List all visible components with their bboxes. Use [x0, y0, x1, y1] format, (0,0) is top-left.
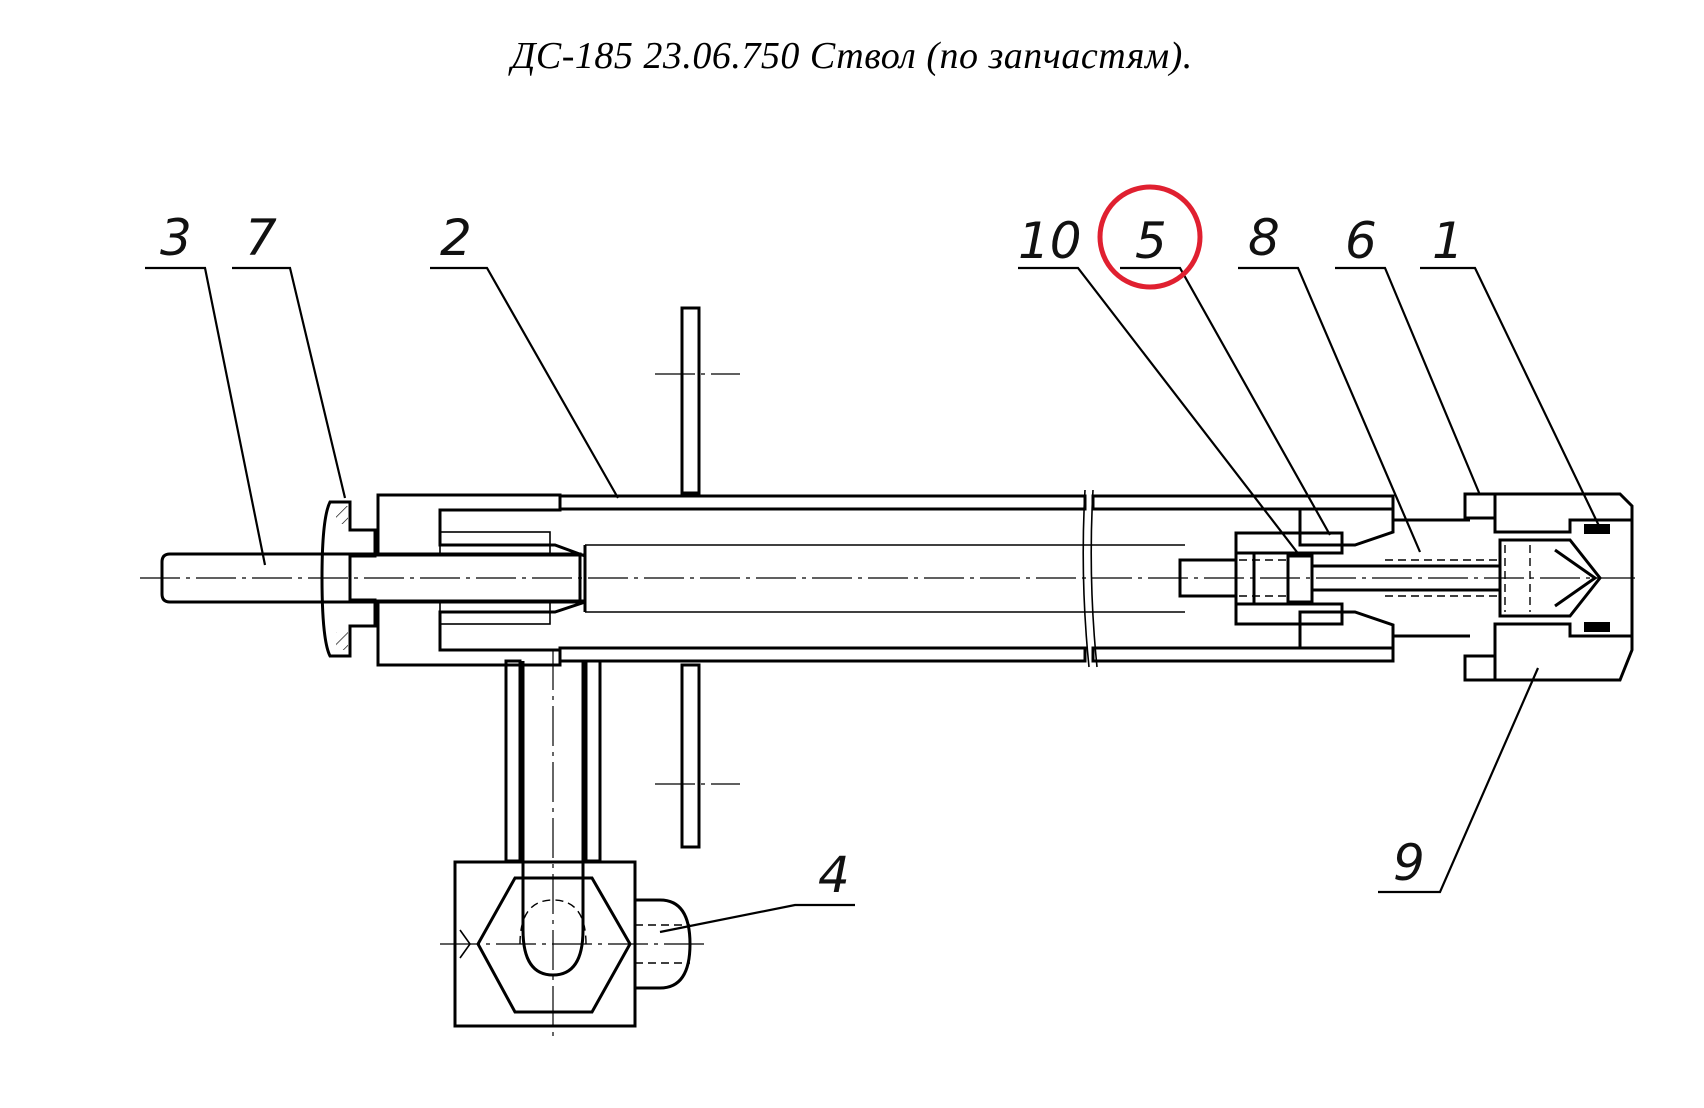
left-end-cap	[376, 493, 587, 667]
part-4-elbow-fitting	[440, 650, 705, 1040]
part-3-rod	[160, 552, 582, 604]
callout-label-6: 6	[1345, 212, 1377, 270]
highlight-circle	[1097, 184, 1203, 290]
callout-label-7: 7	[245, 209, 277, 267]
callout-label-2: 2	[440, 209, 472, 267]
callout-label-8: 8	[1248, 209, 1280, 267]
callout-label-4: 4	[818, 846, 850, 904]
part-7-nut	[320, 500, 377, 658]
callout-label-10: 10	[1018, 212, 1082, 270]
callout-label-3: 3	[160, 209, 192, 267]
callout-label-1: 1	[1432, 212, 1464, 270]
callout-label-5: 5	[1135, 212, 1167, 270]
valve-internals	[1178, 507, 1500, 650]
callout-label-9: 9	[1393, 834, 1425, 892]
part-2-barrel-tube	[558, 489, 1395, 668]
flange-plate	[655, 306, 740, 849]
nozzle-assembly	[1463, 492, 1634, 682]
callout-leaders	[145, 266, 1601, 934]
drawing-title: ДС-185 23.06.750 Ствол (по запчастям).	[511, 35, 1193, 77]
